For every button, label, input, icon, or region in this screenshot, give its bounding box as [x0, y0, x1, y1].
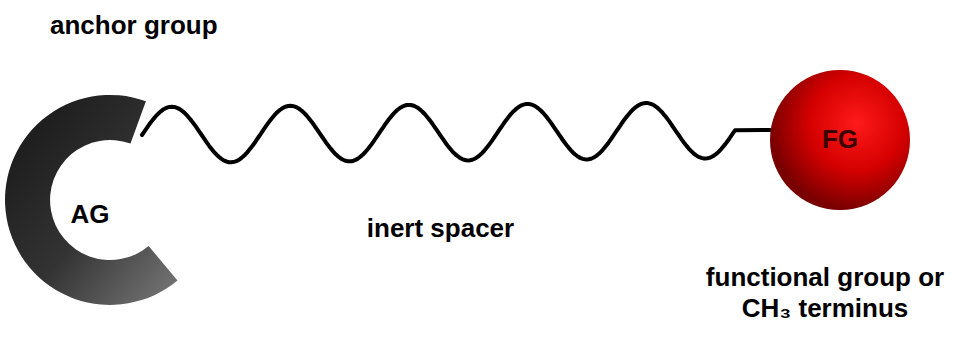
anchor-group-node: anchor groupAG: [5, 85, 195, 280]
edge-label: inert spacer: [367, 213, 514, 244]
circle-outline: [770, 70, 910, 210]
crescent-outline: [5, 95, 178, 305]
anchor-heading: anchor group: [50, 10, 218, 41]
functional-group-node: FGfunctional group or CH₃ terminus: [770, 70, 910, 210]
terminus-heading: functional group or CH₃ terminus: [700, 262, 950, 324]
spacer-chain: [142, 103, 770, 162]
node-label: AG: [71, 199, 110, 230]
node-label: FG: [822, 124, 858, 155]
anchor-group-shape: [5, 85, 195, 280]
